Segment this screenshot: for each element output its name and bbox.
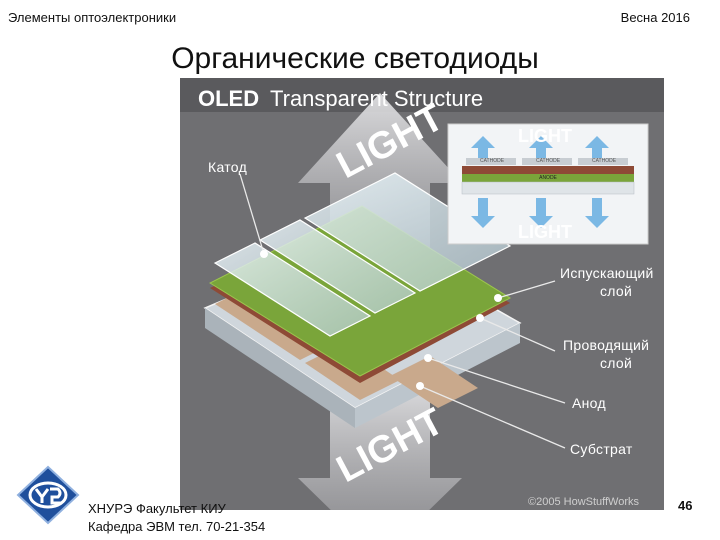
inset-cathode-2: CATHODE <box>535 158 561 164</box>
callout-substrate <box>419 385 566 449</box>
anode-strip-3 <box>390 356 478 408</box>
inset-light-arrows <box>471 136 609 228</box>
oled-structure-figure: OLED Transparent Structure LIGHT LIGHT L… <box>180 78 664 510</box>
label-substrate: Субстрат <box>570 441 633 457</box>
inset-light-bottom: LIGHT <box>518 222 572 242</box>
inset-anode: ANODE <box>539 175 557 181</box>
label-anode: Анод <box>572 395 606 411</box>
cathode-strip-1 <box>213 242 372 337</box>
callout-cathode <box>239 173 265 255</box>
callout-emissive <box>497 280 556 299</box>
course-title: Элементы оптоэлектроники <box>8 10 177 25</box>
cathode-strip-3 <box>303 172 512 292</box>
label-conductive-1: Проводящий <box>563 337 650 353</box>
figure-title-bar <box>180 78 664 112</box>
inset-light-top: LIGHT <box>518 126 572 146</box>
figure-copyright: ©2005 HowStuffWorks <box>528 496 640 508</box>
label-emissive-1: Испускающий <box>560 265 654 281</box>
figure-title-rest: Transparent Structure <box>270 86 484 111</box>
inset-cathode-3: CATHODE <box>591 158 617 164</box>
term-label: Весна 2016 <box>620 10 690 25</box>
cathode-strip-2 <box>258 219 417 314</box>
footer-department: Кафедра ЭВМ тел. 70-21-354 <box>88 519 266 534</box>
inset-cathode-1: CATHODE <box>479 158 505 164</box>
university-logo <box>14 465 82 525</box>
label-emissive-2: слой <box>600 283 633 299</box>
page-number: 46 <box>678 498 693 513</box>
label-conductive-2: слой <box>600 355 633 371</box>
slide-title: Органические светодиоды <box>171 42 539 75</box>
callout-conductive <box>479 317 556 352</box>
oled-diagram <box>180 78 664 510</box>
footer-faculty: ХНУРЭ Факультет КИУ <box>88 501 226 516</box>
figure-title-oled: OLED <box>198 86 260 111</box>
label-cathode: Катод <box>208 159 248 175</box>
callout-anode <box>427 357 566 404</box>
